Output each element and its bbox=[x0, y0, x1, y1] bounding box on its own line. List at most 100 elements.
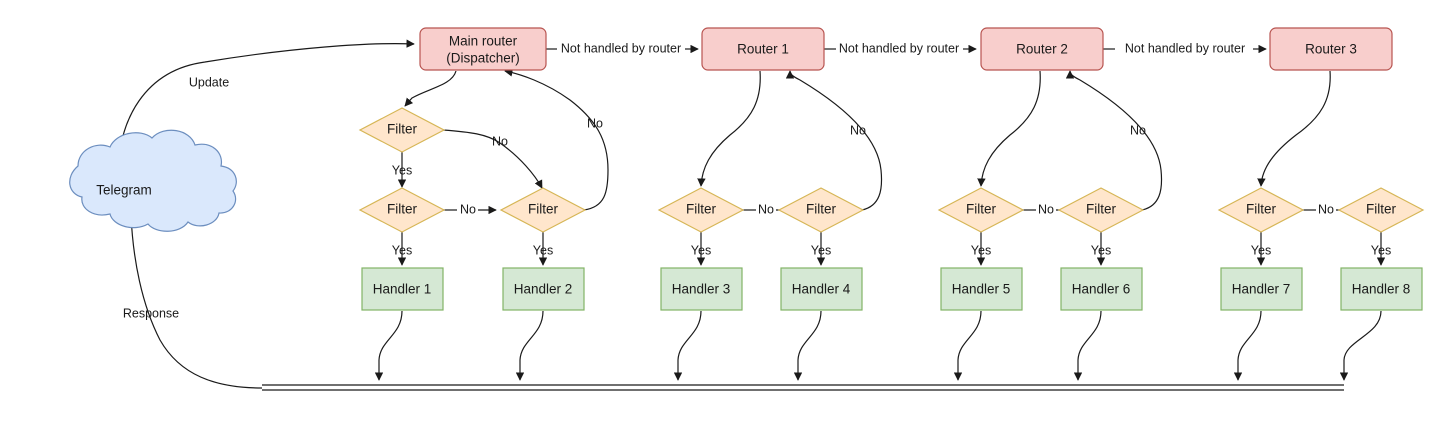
edge-label-yes-4: Yes bbox=[811, 243, 831, 257]
handler-3-node[interactable]: Handler 3 bbox=[660, 267, 743, 311]
edge-handler4-to-collector bbox=[793, 310, 822, 381]
filter-top-main-node[interactable]: Filter bbox=[358, 107, 446, 153]
edge-handler3-to-collector bbox=[673, 310, 702, 381]
telegram-label: Telegram bbox=[96, 183, 152, 198]
filter-5-node[interactable]: Filter bbox=[937, 187, 1025, 233]
edge-handler7-to-collector bbox=[1233, 310, 1262, 381]
router-1-label: Router 1 bbox=[737, 42, 789, 57]
edge-handler8-to-collector bbox=[1339, 310, 1382, 381]
filter-7-node[interactable]: Filter bbox=[1217, 187, 1305, 233]
filter-2-diamond bbox=[499, 187, 587, 233]
filter-2-node[interactable]: Filter bbox=[499, 187, 587, 233]
edge-router2-to-filter5 bbox=[977, 70, 1041, 187]
edge-label-no-top-a: No bbox=[492, 134, 508, 148]
handler-6-label: Handler 6 bbox=[1072, 282, 1131, 297]
filter-1-node[interactable]: Filter bbox=[358, 187, 446, 233]
handler-1-node[interactable]: Handler 1 bbox=[361, 267, 444, 311]
handler-8-node[interactable]: Handler 8 bbox=[1340, 267, 1423, 311]
router-3-box bbox=[1269, 27, 1393, 71]
router-3-node[interactable]: Router 3 bbox=[1269, 27, 1393, 71]
edge-response bbox=[127, 214, 263, 389]
edge-filter2-to-main-no bbox=[504, 68, 609, 211]
filter-3-node[interactable]: Filter bbox=[657, 187, 745, 233]
edge-label-no-1: No bbox=[460, 202, 476, 216]
handler-4-node[interactable]: Handler 4 bbox=[780, 267, 863, 311]
filter-top-main-label: Filter bbox=[387, 122, 418, 137]
handler-7-label: Handler 7 bbox=[1232, 282, 1291, 297]
router-1-node[interactable]: Router 1 bbox=[701, 27, 825, 71]
telegram-cloud-node[interactable]: Telegram bbox=[69, 129, 237, 232]
filter-5-diamond bbox=[937, 187, 1025, 233]
edge-label-not-handled-1: Not handled by router bbox=[561, 41, 681, 55]
filter-6-label: Filter bbox=[1086, 202, 1117, 217]
handler-3-label: Handler 3 bbox=[672, 282, 731, 297]
filter-1-diamond bbox=[358, 187, 446, 233]
handler-8-label: Handler 8 bbox=[1352, 282, 1411, 297]
handler-6-box bbox=[1060, 267, 1143, 311]
filter-4-node[interactable]: Filter bbox=[777, 187, 865, 233]
handler-4-label: Handler 4 bbox=[792, 282, 851, 297]
edge-label-yes-8: Yes bbox=[1371, 243, 1391, 257]
edge-label-yes-5: Yes bbox=[971, 243, 991, 257]
edge-router3-to-filter7 bbox=[1257, 70, 1331, 187]
filter-6-node[interactable]: Filter bbox=[1057, 187, 1145, 233]
filter-5-label: Filter bbox=[966, 202, 997, 217]
filter-3-diamond bbox=[657, 187, 745, 233]
handler-2-box bbox=[502, 267, 585, 311]
edge-label-yes-1: Yes bbox=[392, 243, 412, 257]
edge-label-no-top-b: No bbox=[587, 116, 603, 130]
router-2-node[interactable]: Router 2 bbox=[980, 27, 1104, 71]
handler-5-label: Handler 5 bbox=[952, 282, 1011, 297]
edge-label-yes-top: Yes bbox=[392, 163, 412, 177]
handler-2-node[interactable]: Handler 2 bbox=[502, 267, 585, 311]
router-3-label: Router 3 bbox=[1305, 42, 1357, 57]
cloud-shape bbox=[69, 129, 237, 232]
filter-7-diamond bbox=[1217, 187, 1305, 233]
edge-handler2-to-collector bbox=[515, 310, 544, 381]
edge-router1-to-filter3 bbox=[697, 70, 761, 187]
handler-5-node[interactable]: Handler 5 bbox=[940, 267, 1023, 311]
edge-label-yes-3: Yes bbox=[691, 243, 711, 257]
handler-7-node[interactable]: Handler 7 bbox=[1220, 267, 1303, 311]
edge-label-not-handled-3: Not handled by router bbox=[1125, 41, 1245, 55]
filter-4-label: Filter bbox=[806, 202, 837, 217]
main-router-label-line2: (Dispatcher) bbox=[446, 51, 520, 66]
filter-top-main-diamond bbox=[358, 107, 446, 153]
edge-label-not-handled-2: Not handled by router bbox=[839, 41, 959, 55]
edge-main-to-filter-top bbox=[404, 70, 457, 107]
handler-1-label: Handler 1 bbox=[373, 282, 432, 297]
handler-8-box bbox=[1340, 267, 1423, 311]
handler-2-label: Handler 2 bbox=[514, 282, 573, 297]
edge-label-update: Update bbox=[189, 75, 229, 89]
edge-label-yes-2: Yes bbox=[533, 243, 553, 257]
handler-1-box bbox=[361, 267, 444, 311]
filter-4-diamond bbox=[777, 187, 865, 233]
main-router-box bbox=[419, 27, 547, 71]
edge-handler1-to-collector bbox=[374, 310, 403, 381]
edge-label-no-3-back: No bbox=[1130, 123, 1146, 137]
edge-label-no-4: No bbox=[1318, 202, 1334, 216]
filter-7-label: Filter bbox=[1246, 202, 1277, 217]
edge-label-yes-7: Yes bbox=[1251, 243, 1271, 257]
filter-6-diamond bbox=[1057, 187, 1145, 233]
router-2-box bbox=[980, 27, 1104, 71]
edge-label-no-2: No bbox=[758, 202, 774, 216]
main-router-node[interactable]: Main router (Dispatcher) bbox=[419, 27, 547, 71]
router-2-label: Router 2 bbox=[1016, 42, 1068, 57]
handler-6-node[interactable]: Handler 6 bbox=[1060, 267, 1143, 311]
main-router-label-line1: Main router bbox=[449, 34, 518, 49]
handler-7-box bbox=[1220, 267, 1303, 311]
edge-label-yes-6: Yes bbox=[1091, 243, 1111, 257]
filter-8-node[interactable]: Filter bbox=[1337, 187, 1425, 233]
filter-8-label: Filter bbox=[1366, 202, 1397, 217]
filter-8-diamond bbox=[1337, 187, 1425, 233]
edge-label-response: Response bbox=[123, 306, 179, 320]
filter-2-label: Filter bbox=[528, 202, 559, 217]
edge-label-no-3: No bbox=[1038, 202, 1054, 216]
edge-handler6-to-collector bbox=[1073, 310, 1102, 381]
handler-4-box bbox=[780, 267, 863, 311]
filter-3-label: Filter bbox=[686, 202, 717, 217]
edge-filter6-to-router2-no bbox=[1065, 70, 1163, 211]
